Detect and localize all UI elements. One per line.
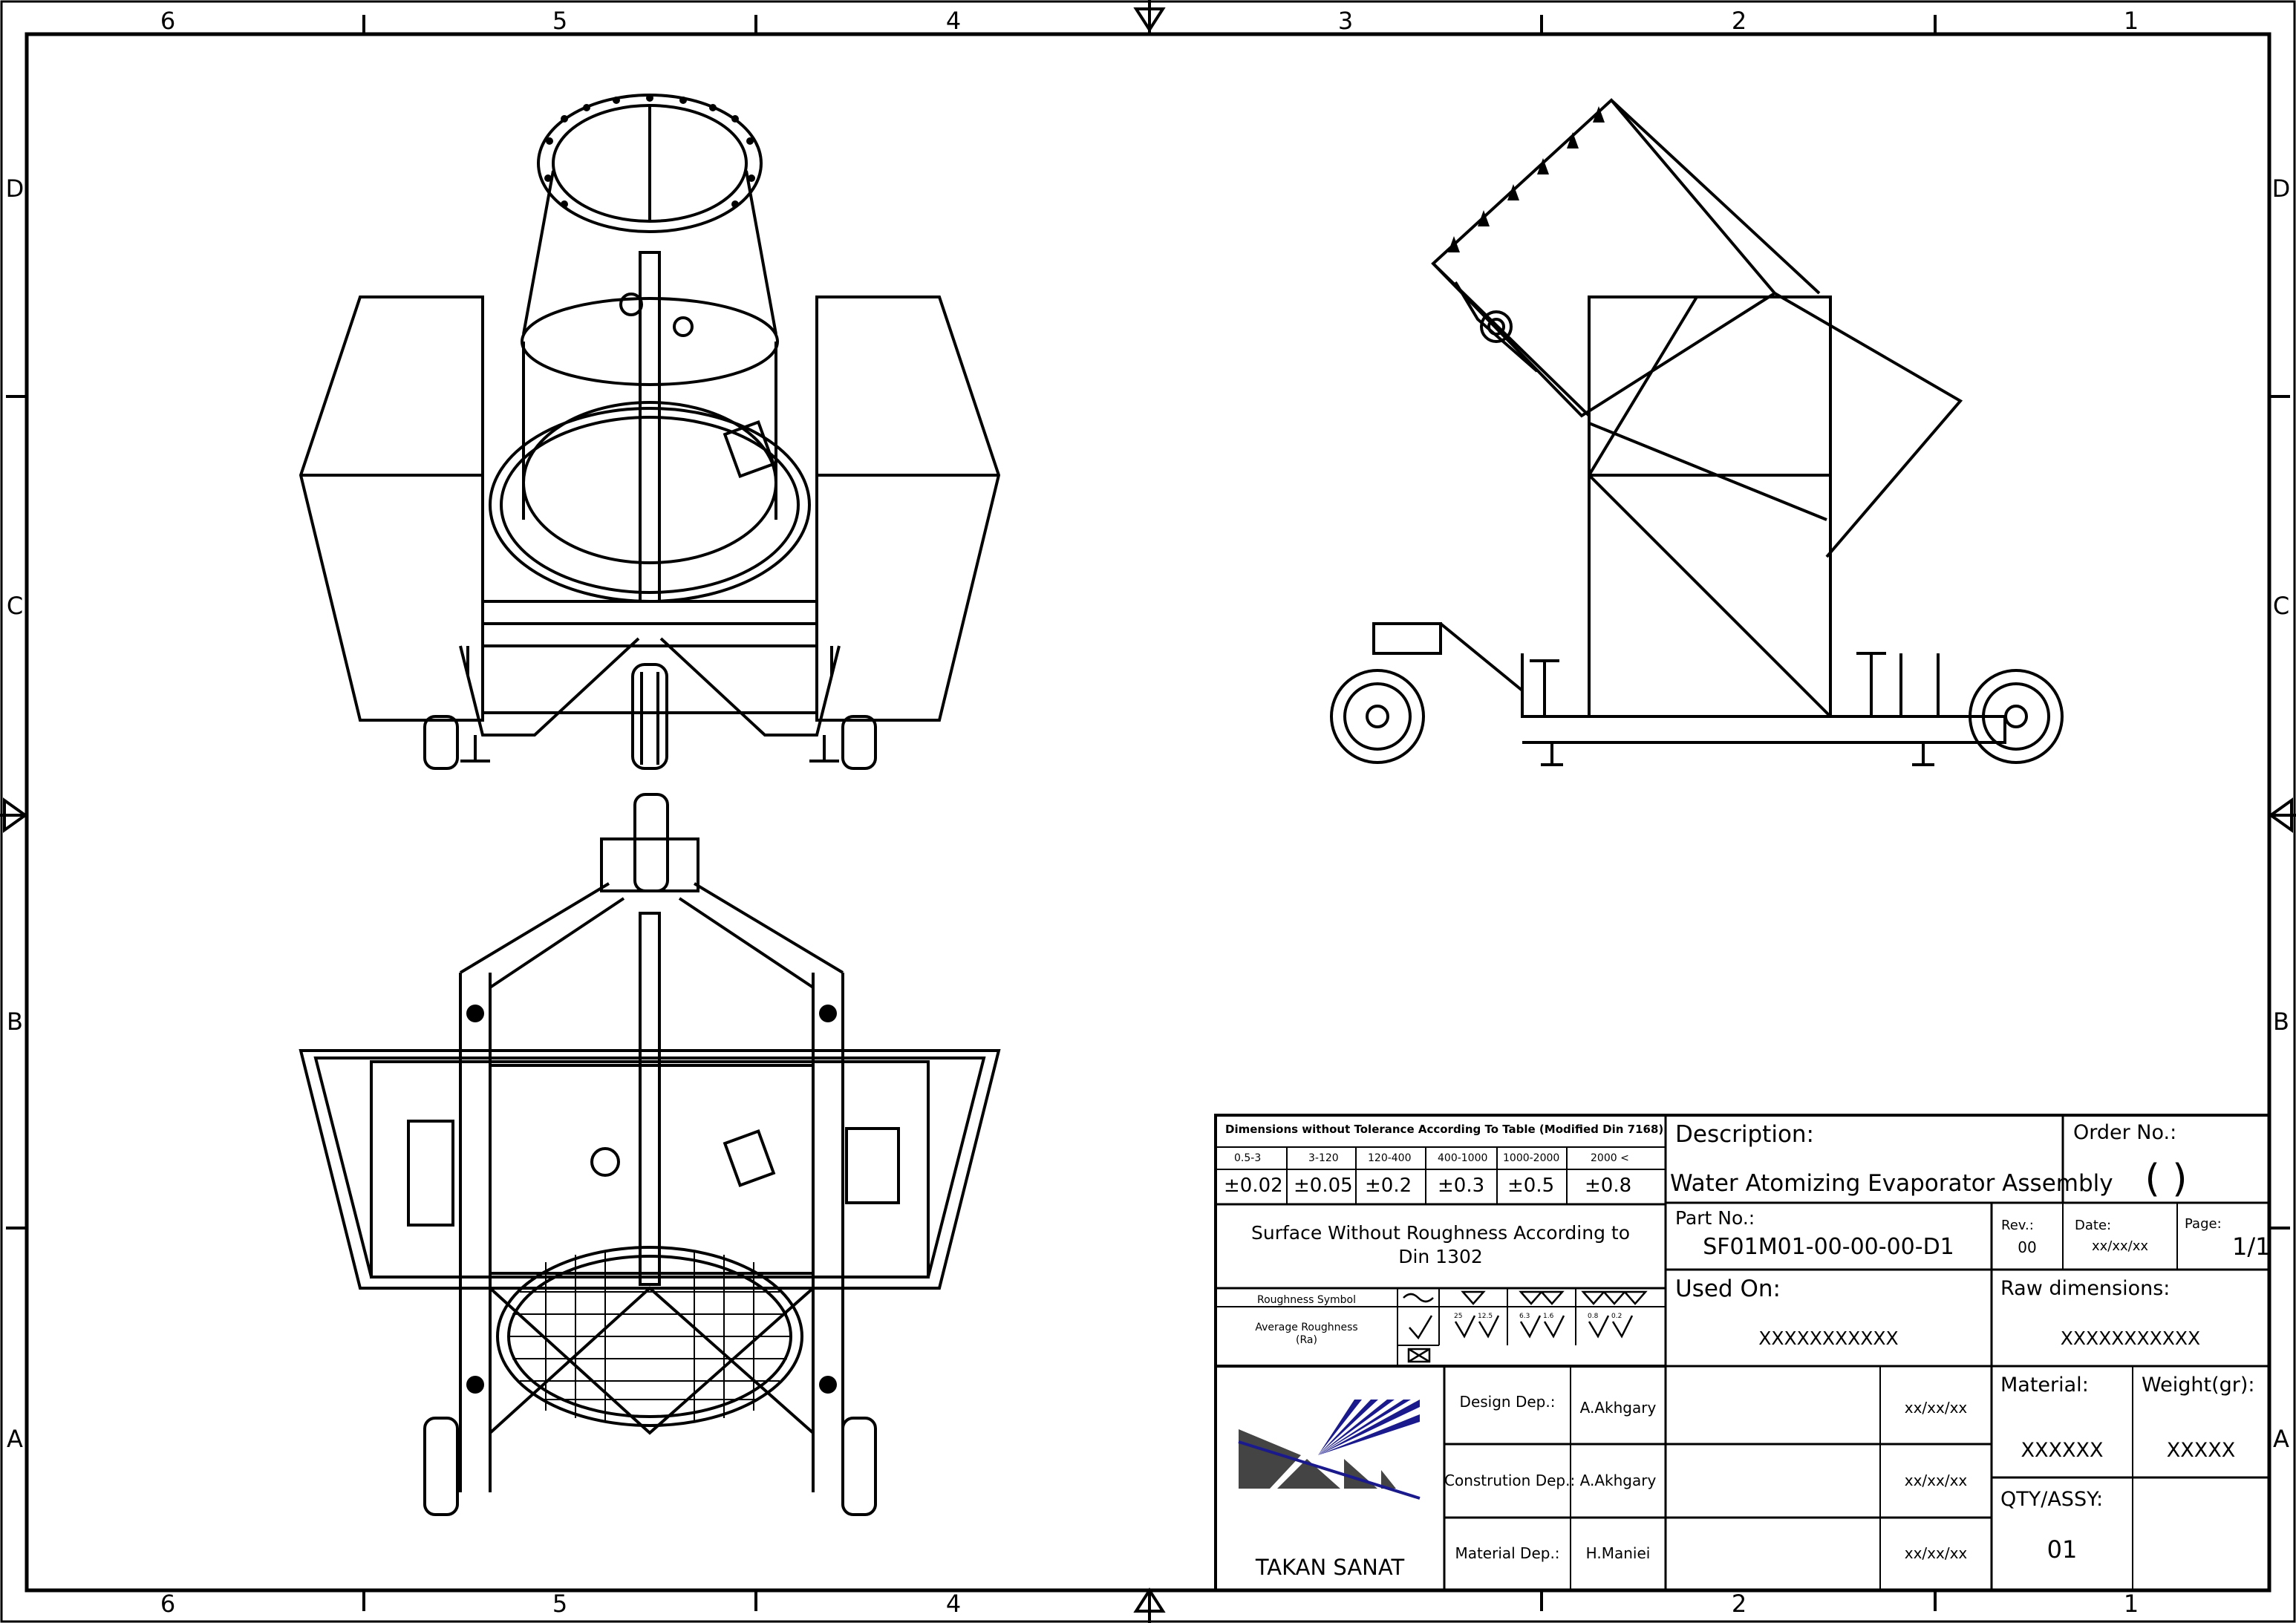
tolerance-value: ±0.5: [1507, 1175, 1555, 1197]
average-roughness-label: Average Roughness: [1255, 1322, 1358, 1333]
part-number-label: Part No.:: [1675, 1207, 1755, 1229]
roughness-symbols: [1403, 1290, 1648, 1363]
top-view-bolts: [466, 1005, 837, 1394]
tolerance-range: 400-1000: [1438, 1152, 1488, 1164]
zone-column-2: 2: [1731, 7, 1747, 35]
zone-column-4: 4: [945, 7, 962, 35]
weight-label: Weight(gr):: [2142, 1374, 2255, 1397]
description-value: Water Atomizing Evaporator Assembly: [1670, 1170, 2113, 1197]
material-dep-label: Material Dep.:: [1455, 1544, 1560, 1562]
takan-sanat-logo: [1238, 1400, 1421, 1500]
company-name: TAKAN SANAT: [1255, 1555, 1405, 1580]
zone-column-1: 1: [2123, 7, 2139, 35]
roughness-value: 1.6: [1543, 1313, 1554, 1320]
tolerance-range: 0.5-3: [1234, 1152, 1262, 1164]
tolerance-range: 1000-2000: [1503, 1152, 1560, 1164]
zone-row-C-right: C: [2272, 592, 2290, 620]
raw-dimensions-label: Raw dimensions:: [2000, 1277, 2171, 1300]
construction-dep-date: xx/xx/xx: [1904, 1472, 1968, 1489]
design-dep-person: A.Akhgary: [1579, 1399, 1657, 1417]
tolerance-value: ±0.05: [1294, 1175, 1353, 1197]
rev-label: Rev.:: [2001, 1218, 2034, 1233]
top-view: [299, 793, 1001, 1516]
zone-column-1-bottom: 1: [2123, 1590, 2139, 1618]
front-view-bolts: [544, 94, 755, 208]
zone-column-5-bottom: 5: [552, 1590, 568, 1618]
surface-note-line1: Surface Without Roughness According to: [1250, 1222, 1631, 1244]
design-dep-label: Design Dep.:: [1459, 1393, 1556, 1411]
roughness-symbol-label: Roughness Symbol: [1257, 1294, 1356, 1306]
used-on-label: Used On:: [1675, 1276, 1781, 1302]
roughness-value: 25: [1454, 1313, 1463, 1320]
surface-note-line2: Din 1302: [1398, 1246, 1483, 1267]
date-value: xx/xx/xx: [2091, 1238, 2149, 1254]
front-view: [299, 94, 1001, 770]
zone-row-D-right: D: [2271, 174, 2291, 203]
zone-column-6-bottom: 6: [160, 1590, 176, 1618]
zone-column-5: 5: [552, 7, 568, 35]
zone-row-B: B: [7, 1008, 23, 1036]
roughness-value: 12.5: [1478, 1313, 1493, 1320]
tolerance-range: 3-120: [1308, 1152, 1339, 1164]
tolerance-range: 120-400: [1368, 1152, 1412, 1164]
side-view-nozzles: [1448, 106, 1605, 252]
side-view: [1330, 98, 2064, 766]
material-value: XXXXXX: [2021, 1439, 2104, 1462]
weight-value: XXXXX: [2166, 1439, 2236, 1462]
tolerance-value: ±0.8: [1585, 1175, 1632, 1197]
material-dep-date: xx/xx/xx: [1904, 1544, 1968, 1562]
description-label: Description:: [1675, 1121, 1814, 1148]
page-label: Page:: [2185, 1216, 2222, 1232]
roughness-value: 6.3: [1519, 1313, 1530, 1320]
rev-value: 00: [2018, 1238, 2037, 1256]
zone-row-D: D: [5, 174, 25, 203]
tolerance-range: 2000 <: [1591, 1152, 1629, 1164]
raw-dimensions-value: XXXXXXXXXXX: [2060, 1328, 2201, 1349]
roughness-value: 0.2: [1611, 1313, 1622, 1320]
part-number-value: SF01M01-00-00-00-D1: [1703, 1234, 1954, 1260]
design-dep-date: xx/xx/xx: [1904, 1399, 1968, 1417]
order-number-value: ( ): [2145, 1157, 2188, 1201]
qty-assy-value: 01: [2046, 1535, 2078, 1564]
zone-row-C: C: [6, 592, 24, 620]
material-dep-person: H.Maniei: [1585, 1544, 1651, 1562]
zone-column-2-bottom: 2: [1731, 1590, 1747, 1618]
tolerance-value: ±0.02: [1224, 1175, 1283, 1197]
tolerance-title: Dimensions without Tolerance According T…: [1225, 1123, 1664, 1136]
zone-column-3: 3: [1337, 7, 1354, 35]
qty-assy-label: QTY/ASSY:: [2000, 1488, 2104, 1511]
construction-dep-person: A.Akhgary: [1579, 1472, 1657, 1489]
top-view-basket-grid: [509, 1251, 791, 1422]
zone-row-A: A: [7, 1425, 23, 1453]
construction-dep-label: Constrution Dep.:: [1444, 1472, 1576, 1489]
zone-row-A-right: A: [2273, 1425, 2289, 1453]
average-roughness-unit: (Ra): [1296, 1334, 1317, 1346]
date-label: Date:: [2075, 1218, 2112, 1233]
page-value: 1/1: [2232, 1232, 2271, 1261]
title-block-lines: [1214, 1114, 2271, 1592]
order-number-label: Order No.:: [2073, 1121, 2177, 1144]
roughness-value: 0.8: [1588, 1313, 1599, 1320]
zone-column-6: 6: [160, 7, 176, 35]
tolerance-value: ±0.2: [1365, 1175, 1412, 1197]
used-on-value: XXXXXXXXXXX: [1758, 1328, 1899, 1349]
zone-column-4-bottom: 4: [945, 1590, 962, 1618]
tolerance-value: ±0.3: [1438, 1175, 1485, 1197]
material-label: Material:: [2000, 1374, 2089, 1397]
zone-row-B-right: B: [2273, 1008, 2289, 1036]
